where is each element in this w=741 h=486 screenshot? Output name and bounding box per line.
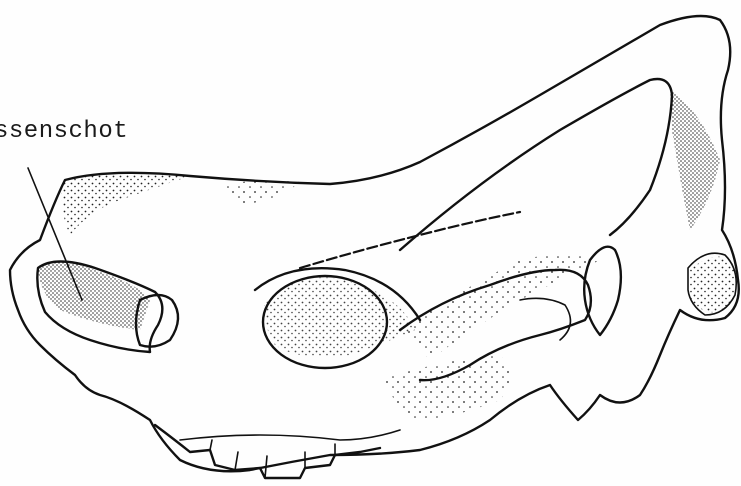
- stipple-brow-dots: [220, 181, 300, 205]
- stipple-upper-ridge: [670, 90, 720, 230]
- frontal-ridge: [400, 79, 672, 250]
- stipple-jaw: [380, 355, 510, 420]
- diagram-label: ssenschot: [0, 118, 128, 145]
- skull-outline: [10, 16, 739, 471]
- jaw-line: [180, 430, 400, 440]
- stipple-nasal-cavity: [38, 262, 150, 330]
- tooth-row: [155, 425, 380, 478]
- stipple-forehead: [62, 173, 190, 235]
